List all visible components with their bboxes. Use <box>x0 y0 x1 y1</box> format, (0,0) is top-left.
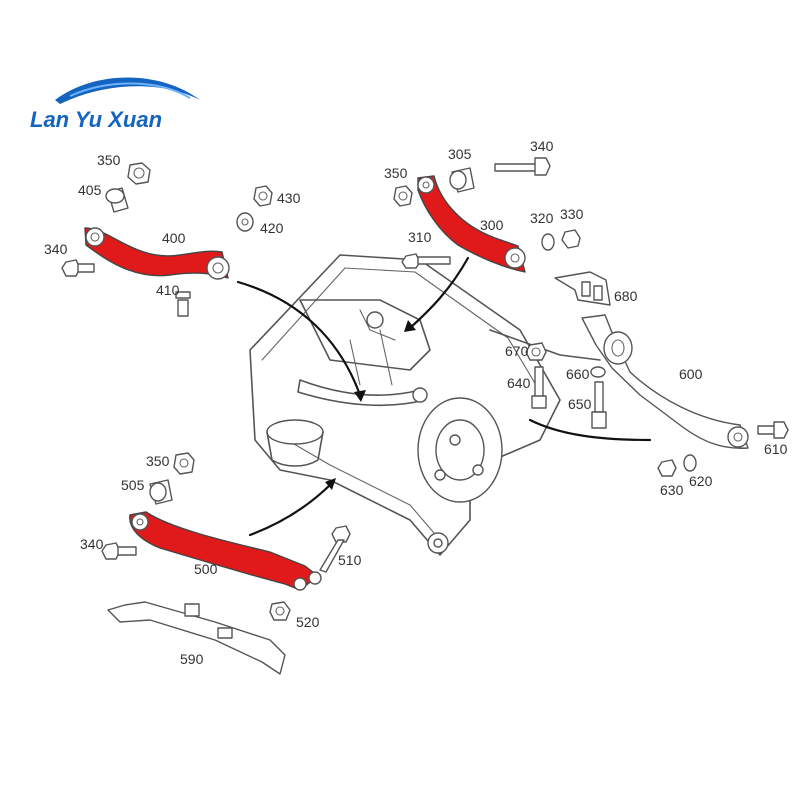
bolt-510 <box>319 525 351 573</box>
label-310: 310 <box>408 229 432 245</box>
nut-350-right <box>393 185 413 207</box>
logo-swoosh-icon <box>55 77 200 104</box>
label-430: 430 <box>277 190 301 206</box>
label-610: 610 <box>764 441 788 457</box>
washer-420 <box>236 212 254 232</box>
brand-logo: Lan Yu Xuan <box>30 77 200 132</box>
label-340: 340 <box>44 241 68 257</box>
label-340-bottom: 340 <box>80 536 104 552</box>
label-500: 500 <box>194 561 218 577</box>
bushing-405 <box>105 187 129 213</box>
nut-630 <box>657 459 677 477</box>
nut-520 <box>269 601 291 621</box>
bolt-340-bottom <box>101 542 137 560</box>
part-group-400: 350 405 430 420 400 340 410 <box>44 152 301 317</box>
bracket-680 <box>554 271 611 306</box>
logo-text: Lan Yu Xuan <box>30 107 162 132</box>
label-305: 305 <box>448 146 472 162</box>
nut-670 <box>525 342 547 361</box>
arrow-400 <box>236 280 362 397</box>
label-410: 410 <box>156 282 180 298</box>
control-arm-300 <box>417 175 526 273</box>
label-505: 505 <box>121 477 145 493</box>
label-300: 300 <box>480 217 504 233</box>
bolt-650 <box>591 381 607 429</box>
label-670: 670 <box>505 343 529 359</box>
trailing-arm-600 <box>581 314 749 449</box>
bushing-505 <box>149 479 173 505</box>
arrow-500 <box>248 481 334 537</box>
label-400: 400 <box>162 230 186 246</box>
bolt-610 <box>757 421 789 439</box>
label-620: 620 <box>689 473 713 489</box>
label-510: 510 <box>338 552 362 568</box>
part-group-600: 680 670 640 660 600 650 610 630 620 <box>505 271 789 498</box>
label-660: 660 <box>566 366 590 382</box>
bolt-340-left <box>61 259 95 277</box>
label-320: 320 <box>530 210 554 226</box>
part-group-300: 305 340 350 300 320 330 310 <box>384 138 584 273</box>
knuckle-subframe-assembly <box>249 254 601 556</box>
label-600: 600 <box>679 366 703 382</box>
pointer-arrows <box>236 256 652 537</box>
bolt-310 <box>401 253 451 269</box>
nut-330 <box>561 229 581 249</box>
nut-430 <box>253 185 273 207</box>
washer-320 <box>541 233 555 251</box>
nut-350-top <box>127 162 151 185</box>
label-630: 630 <box>660 482 684 498</box>
label-330: 330 <box>560 206 584 222</box>
label-680: 680 <box>614 288 638 304</box>
control-arm-400 <box>84 227 230 280</box>
bolt-340-top <box>494 157 551 176</box>
label-340-top: 340 <box>530 138 554 154</box>
label-350-right: 350 <box>384 165 408 181</box>
label-350-bottom: 350 <box>146 453 170 469</box>
washer-660 <box>590 366 606 378</box>
bolt-640 <box>531 366 547 409</box>
washer-620 <box>683 454 697 472</box>
bushing-305 <box>449 167 475 193</box>
part-group-500: 350 505 340 500 510 520 590 <box>80 452 362 675</box>
label-520: 520 <box>296 614 320 630</box>
label-650: 650 <box>568 396 592 412</box>
bracket-590 <box>107 601 286 675</box>
nut-350-bottom <box>173 452 195 475</box>
arrow-300 <box>408 256 470 330</box>
label-350: 350 <box>97 152 121 168</box>
bolt-410 <box>175 291 191 317</box>
label-640: 640 <box>507 375 531 391</box>
label-590: 590 <box>180 651 204 667</box>
arrow-600 <box>528 418 652 442</box>
label-420: 420 <box>260 220 284 236</box>
label-405: 405 <box>78 182 102 198</box>
control-arm-500 <box>129 511 322 591</box>
